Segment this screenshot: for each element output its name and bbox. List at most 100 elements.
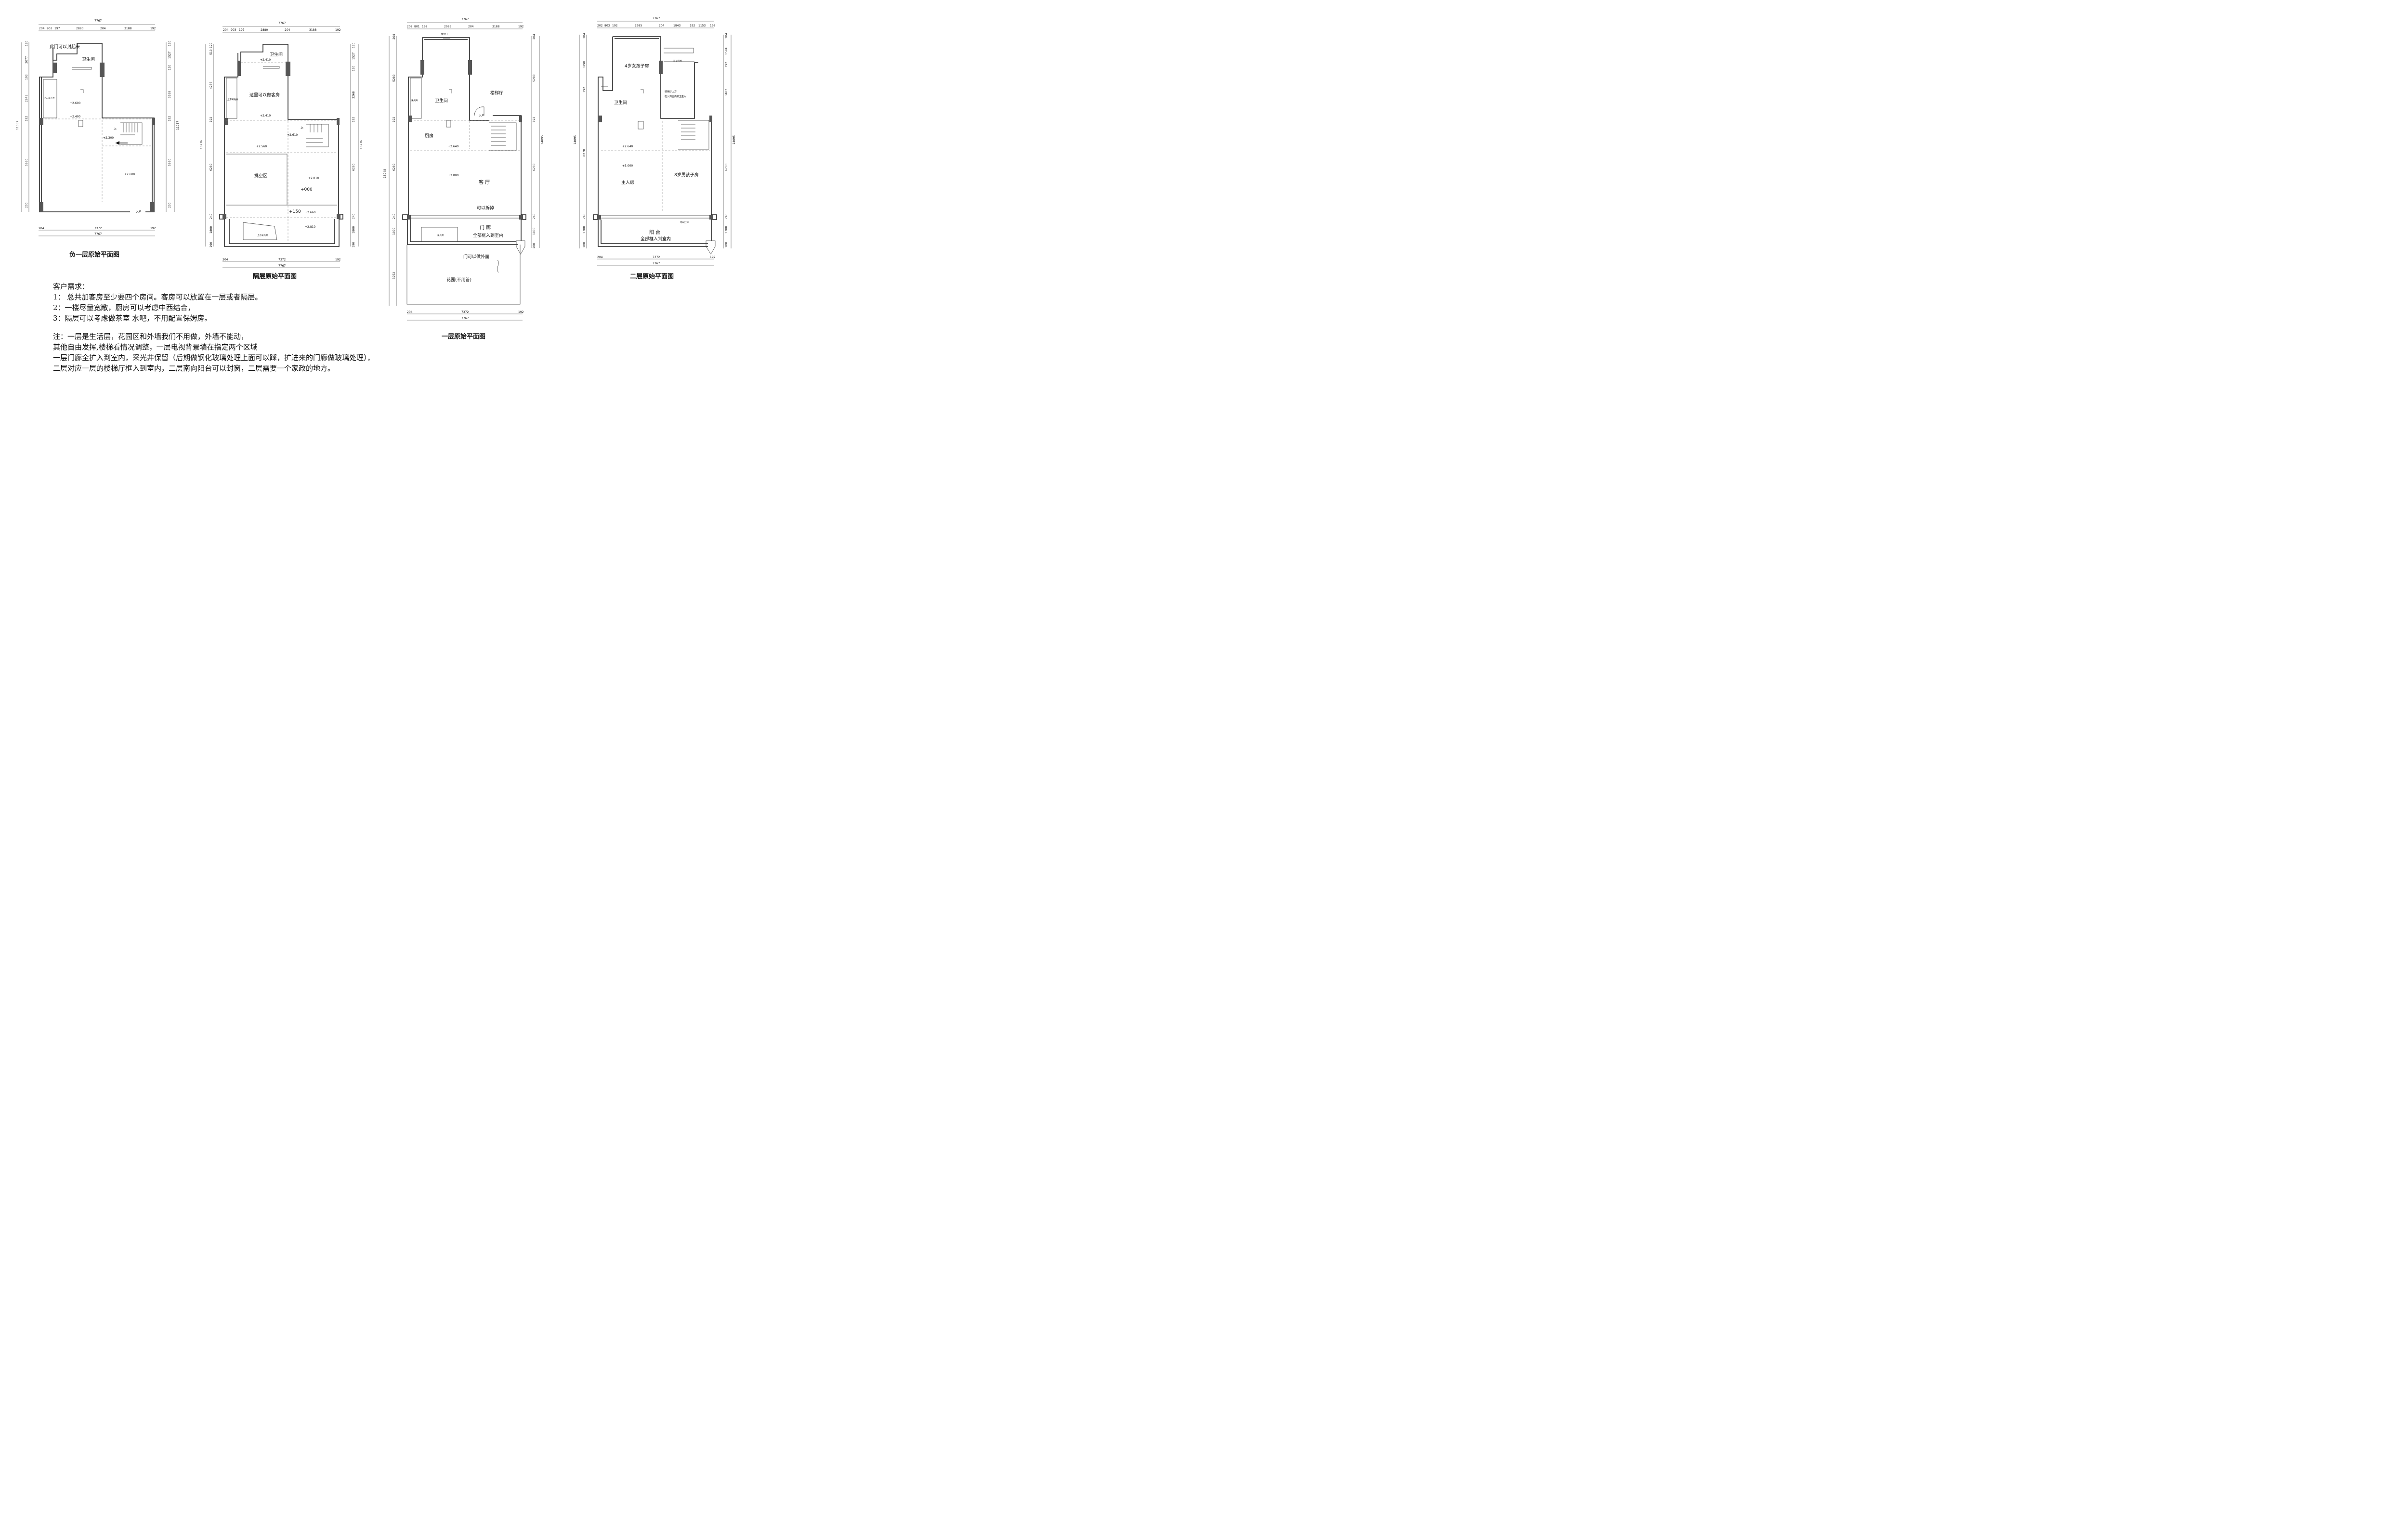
dim-bottom-total: 7767 [461,317,469,320]
label-bathroom: 卫生间 [82,56,95,62]
dim-bottom: 192 [150,227,156,230]
dim-bottom-total: 7767 [94,233,102,236]
label-porch-note: 全部框入到室内 [473,233,503,238]
dim-left-total: 13736 [200,140,203,149]
dim-top: 204 [659,24,665,27]
dim-left: 240 [393,213,396,219]
label-elevation: +3.000 [448,174,458,177]
toilet-icon [638,121,644,130]
dim-right: 6280 [533,164,536,171]
dim-left: 3290 [583,61,586,68]
dim-top-total: 7767 [461,18,469,21]
dim-top: 204 [100,27,106,30]
dim-bottom: 7372 [94,227,102,230]
dim-top: 202 [597,24,603,27]
dim-left-total: 11057 [16,121,19,130]
plan-mezzanine: 7767 204 903 197 2880 204 3188 192 204 7… [200,22,363,268]
dim-left: 120 [25,40,28,46]
label-porch: 门 廊 [480,224,491,231]
label-girl-room: 4岁女孩子房 [625,63,649,69]
dim-top-total: 7767 [94,19,102,23]
label-bathroom: 卫生间 [435,98,448,104]
note-line: 注：一层是生活层，花园区和外墙我们不用做，外墙不能动， [53,332,249,341]
dim-top: 803 [604,24,610,27]
dim-top: 192 [335,28,341,32]
plan-title-b1: 负一层原始平面图 [69,251,120,259]
dim-left: 240 [209,213,213,219]
dim-top: 3188 [492,25,499,28]
dim-left: 204 [583,33,586,39]
label-boy-room: 8岁男孩子房 [674,172,699,178]
label-skylight: 上方采光井 [257,234,268,237]
label-elevation: +2.400 [70,115,80,118]
dim-right: 200 [168,202,171,208]
dim-left: 5280 [393,75,396,82]
label-elevation: +2.810 [305,225,315,229]
dim-left: 192 [25,116,28,121]
dim-right: 240 [352,213,355,219]
dim-bottom: 204 [597,256,603,259]
stair [306,124,329,147]
dim-top: 197 [239,28,245,32]
dim-top: 204 [39,27,45,30]
stair [678,120,709,150]
label-up: 上 [301,126,303,130]
north-arrow-icon [516,240,525,255]
label-stair-top: 楼梯厅上方 [665,90,677,93]
dim-right: 6280 [725,164,728,171]
dim-right: 3482 [725,89,728,96]
requirement-item: 3：隔层可以考虑做茶室 水吧，不用配置保姆房。 [53,314,212,323]
dim-top: 192 [518,25,524,28]
dim-bottom-total: 7767 [278,264,286,268]
dim-right: 1527 [168,52,171,59]
label-balcony-note: 全部框入到室内 [641,236,671,242]
dim-left: 192 [393,117,396,122]
label-level-150: +150 [289,209,301,214]
label-sliding-door: 推拉门 [441,32,448,36]
dim-right: 192 [725,62,728,67]
label-elevation: +2.300 [103,136,114,140]
plan-b1: 7767 204 903 197 2880 204 3188 192 204 7… [16,19,180,236]
dim-right: 1594 [725,48,728,55]
label-elevation: +3.000 [622,164,633,168]
dim-top: 801 [414,25,420,28]
dim-left: 2077 [25,56,28,64]
plant-icon [497,259,499,273]
toilet-icon [78,120,83,127]
dim-left: 240 [583,213,586,219]
label-elevation: +2.810 [308,177,319,180]
dim-right: 1800 [352,226,355,234]
dim-left: 6280 [209,164,213,171]
north-arrow-icon [706,240,716,255]
dim-right: 1527 [352,52,355,60]
dim-top: 2880 [76,27,83,30]
dim-top: 903 [47,27,52,30]
label-skylight: 上方采光井 [44,96,55,100]
requirement-item: 2：一楼尽量宽敞，厨房可以考虑中西结合， [53,303,195,312]
dim-left: 6280 [393,164,396,171]
stair [489,122,517,151]
dim-top: 192 [612,24,618,27]
client-requirements: 客户需求： 1： 总共加客房至少要四个房间。客房可以放置在一层或者隔层。 2：一… [53,281,262,324]
dim-left: 1700 [583,226,586,234]
dim-top: 1153 [698,24,706,27]
note-line: 二层对应一层的楼梯厅框入到室内，二层南向阳台可以封窗，二层需要一个家政的地方。 [53,364,335,373]
dim-right: 120 [352,65,355,71]
dim-left: 3952 [393,272,396,279]
dim-right: 3268 [168,91,171,98]
dim-left: 193 [25,74,28,80]
label-level-zero: +000 [301,187,313,192]
dim-left-total: 14095 [574,135,577,144]
dim-left: 190 [209,242,213,247]
label-elevation: +2.640 [448,145,458,148]
dim-top-total: 7767 [278,22,286,25]
note-line: 其他自由发挥,楼梯看情况调整，一层电视背景墙在指定两个区域 [53,343,258,351]
dim-top: 202 [407,25,413,28]
label-entry: 入户 [479,114,484,117]
dim-right: 120 [168,40,171,46]
label-door-seal: 此门可以封起来 [50,44,80,50]
dim-bottom: 7372 [461,311,469,314]
dim-left: 510 [209,49,213,55]
dim-right: 3268 [352,91,355,99]
label-balcony: 阳 台 [649,229,660,235]
